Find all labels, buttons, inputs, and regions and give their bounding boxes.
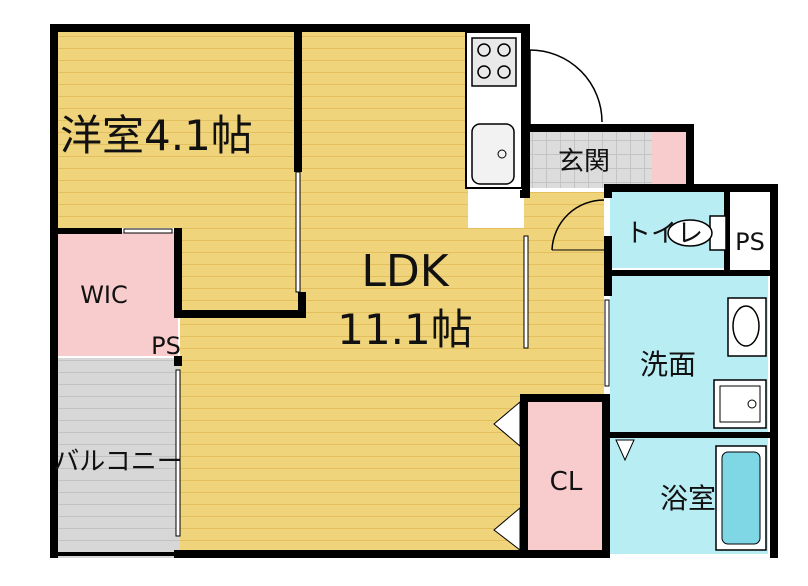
closet-label: CL (550, 467, 583, 497)
entrance-label: 玄関 (558, 147, 610, 177)
balcony-floor (56, 358, 180, 558)
ldk-floor-mid (180, 228, 524, 558)
ps-left-label: PS (151, 332, 181, 360)
closet-floor (528, 400, 604, 554)
ldk-size-label: 11.1帖 (337, 305, 473, 354)
hallway-floor (524, 192, 604, 394)
western-room-floor (56, 30, 300, 228)
stove-icon (471, 37, 517, 87)
washer-pan-icon (713, 379, 767, 429)
openings (123, 171, 610, 537)
entrance-step (652, 130, 688, 184)
toilet-icon (667, 215, 727, 251)
sink-icon (471, 123, 515, 185)
ps-right-label: PS (735, 228, 765, 256)
western-room-label: 洋室4.1帖 (60, 111, 253, 160)
bathroom-label: 浴室 (660, 482, 716, 515)
door-swing-icon (529, 49, 603, 123)
closet-door-lower-icon (493, 506, 521, 552)
ldk-label: LDK (361, 246, 449, 297)
toilet-door-swing-icon (551, 199, 605, 251)
ldk-floor-top (300, 30, 468, 228)
wic-floor (56, 232, 178, 356)
bathtub-icon (715, 445, 767, 551)
washroom-label: 洗面 (640, 348, 696, 381)
washbasin-icon (727, 297, 767, 357)
bath-door-icon (615, 439, 635, 462)
closet-door-upper-icon (493, 400, 521, 448)
balcony-label: バルコニー (53, 447, 182, 477)
kitchen-counter (465, 31, 523, 189)
wic-label: WIC (80, 281, 128, 309)
ps-right-floor (728, 192, 772, 284)
toilet-label: トイレ (625, 219, 703, 249)
walls (50, 24, 778, 558)
